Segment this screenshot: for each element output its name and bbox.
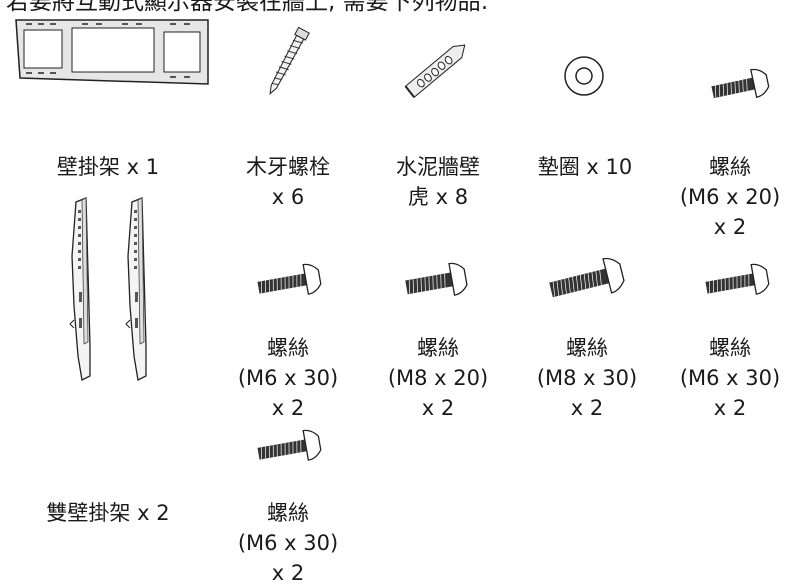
screw-m6x30-a-image [256, 262, 326, 302]
double-wall-bracket-label: 雙壁掛架 x 2 [46, 501, 170, 525]
screw-m6x30-b-image [704, 262, 774, 302]
wall-mount-bracket-image [12, 14, 212, 88]
washer-label: 墊圈 x 10 [537, 155, 633, 179]
screw-m6x30-a-label: 螺絲 (M6 x 30) x 2 [237, 336, 339, 420]
screw-m6x20-label: 螺絲 (M6 x 20) x 2 [679, 155, 781, 239]
screw-m6x30-c-label: 螺絲 (M6 x 30) x 2 [237, 501, 339, 585]
page-heading: 若要將互動式顯示器安裝在牆上, 需要下列物品: [6, 0, 489, 15]
wall-anchor-label: 水泥牆壁 虎 x 8 [396, 155, 480, 209]
double-wall-bracket-image [64, 196, 164, 384]
screw-m6x30-c-image [256, 428, 326, 468]
screw-m8x30-label: 螺絲 (M8 x 30) x 2 [536, 336, 638, 420]
screw-m8x20-label: 螺絲 (M8 x 20) x 2 [387, 336, 489, 420]
wood-screw-image [262, 24, 312, 100]
wood-screw-label: 木牙螺栓 x 6 [246, 155, 330, 209]
screw-m8x20-image [402, 262, 472, 302]
wall-anchor-image [398, 34, 480, 104]
screw-m8x30-image [548, 257, 630, 304]
screw-m6x20-image [710, 66, 774, 106]
washer-image [562, 54, 606, 98]
wall-mount-bracket-label: 壁掛架 x 1 [56, 155, 160, 179]
screw-m6x30-b-label: 螺絲 (M6 x 30) x 2 [679, 336, 781, 420]
